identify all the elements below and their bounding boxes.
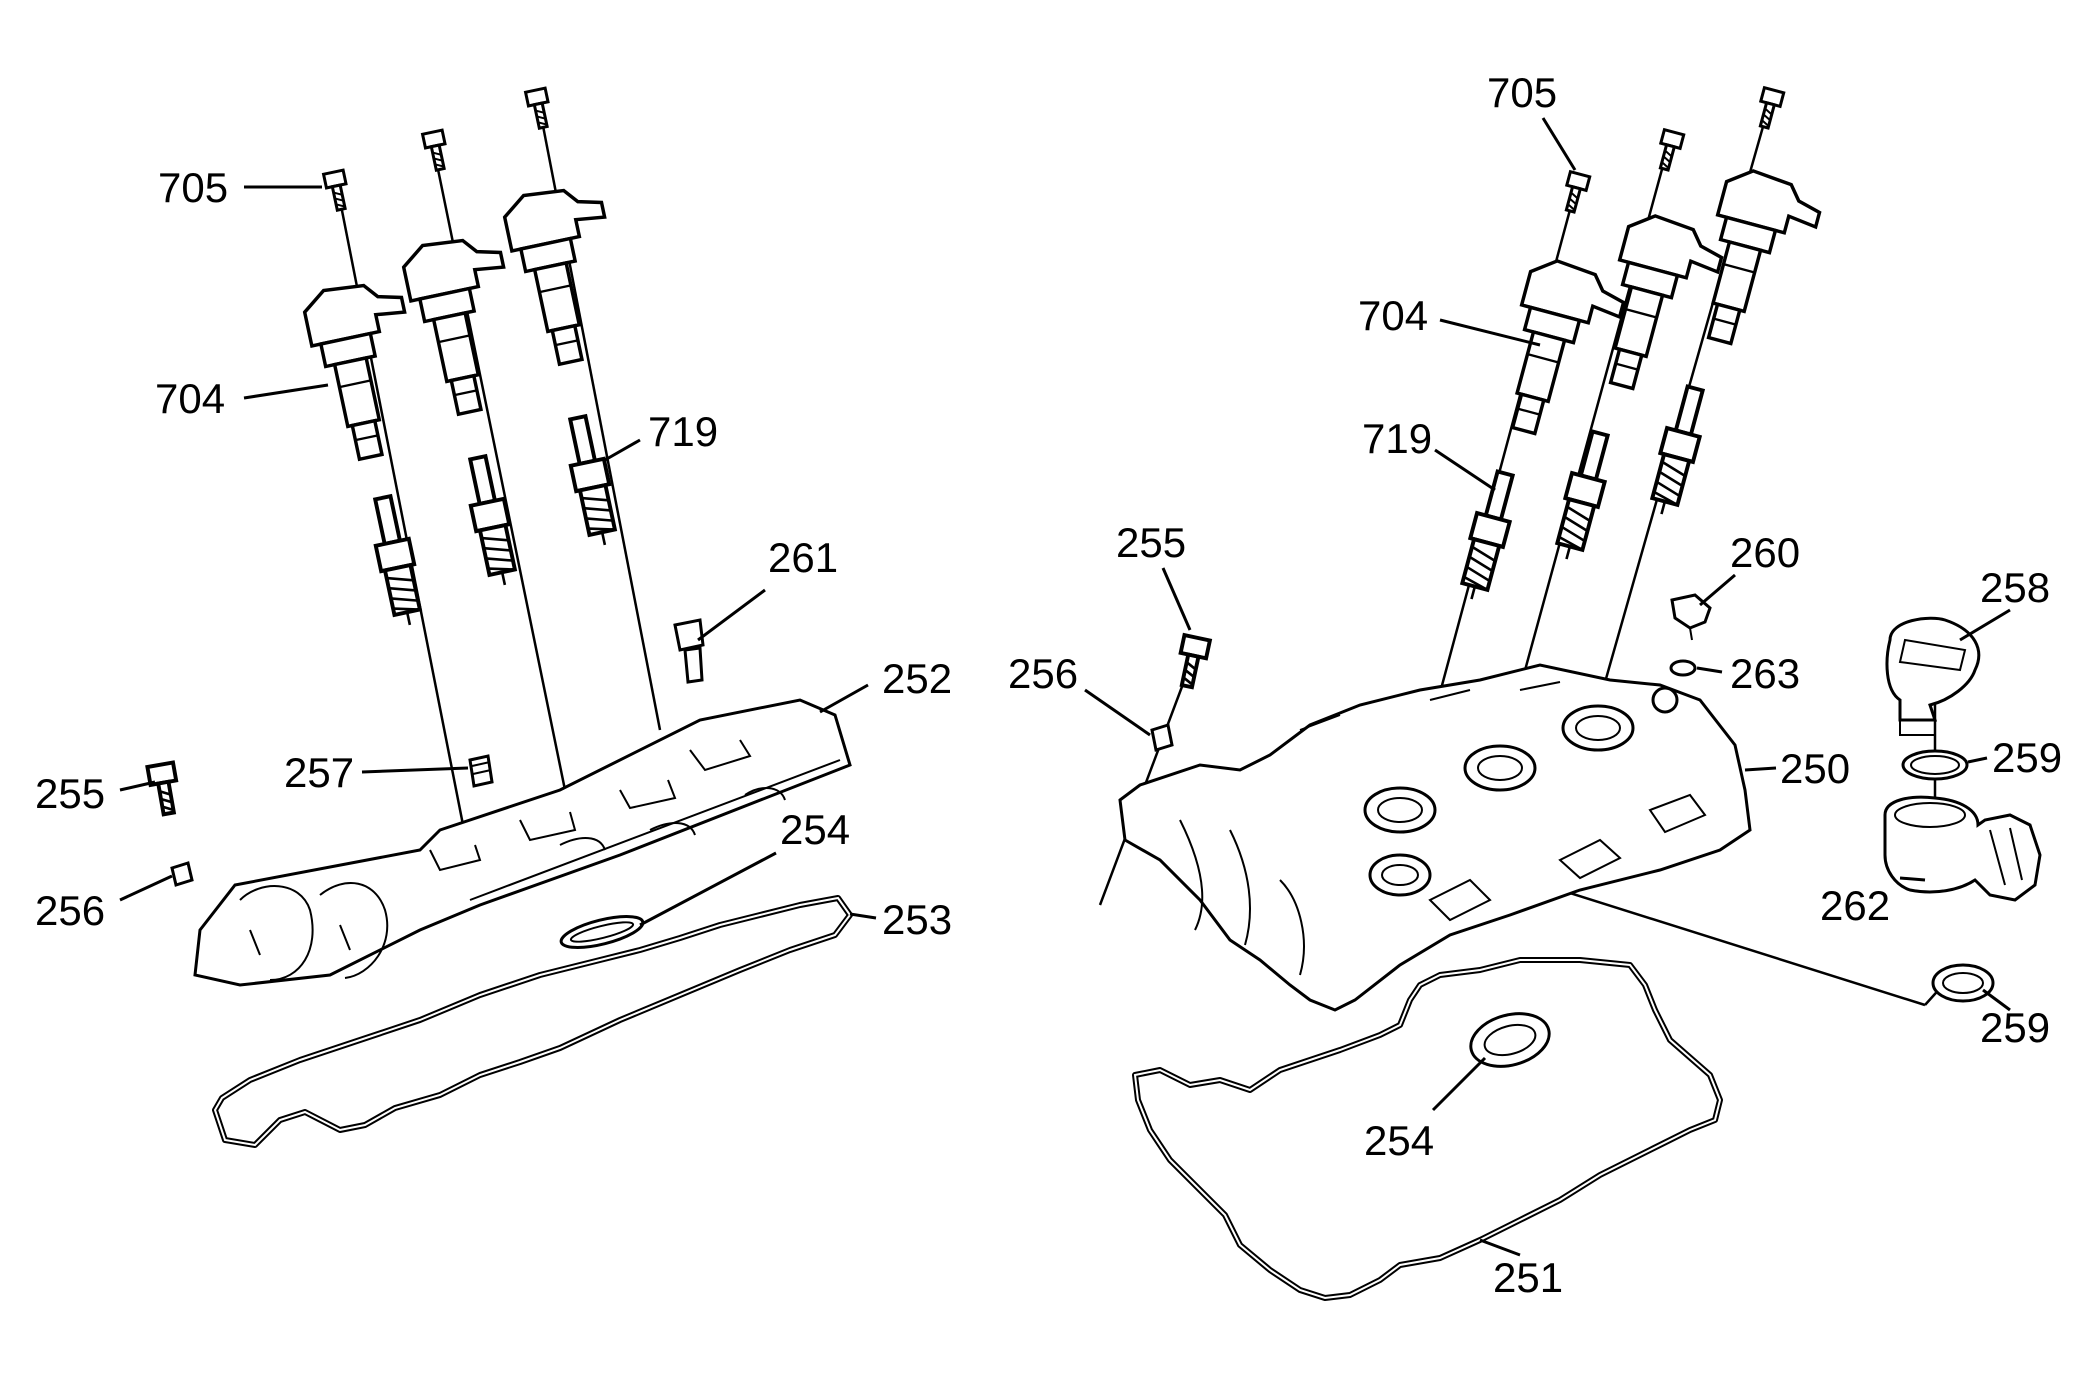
leader-right-263 <box>1696 666 1723 674</box>
left-cover-bolt-255 <box>145 760 184 818</box>
callout-left-719: 719 <box>648 408 718 455</box>
callout-right-705: 705 <box>1487 69 1557 116</box>
right-gasket-251 <box>1132 957 1723 1301</box>
leader-right-705 <box>1541 117 1577 171</box>
leader-right-258 <box>1959 608 2011 642</box>
left-coil-bolt-2 <box>421 128 452 173</box>
right-spark-plug-2 <box>1548 427 1619 566</box>
callout-right-259-upper: 259 <box>1992 734 2062 781</box>
leader-left-254 <box>639 851 777 927</box>
callout-right-256: 256 <box>1008 650 1078 697</box>
right-seal-263 <box>1669 659 1697 677</box>
leader-right-256 <box>1084 688 1151 737</box>
right-coil-bolt-1 <box>1559 170 1592 216</box>
leader-left-256 <box>119 874 173 902</box>
leader-left-719 <box>604 438 641 462</box>
callout-labels: 705 704 719 261 252 257 255 254 256 253 … <box>35 69 2062 1301</box>
left-ignition-coil-1 <box>299 273 435 466</box>
callout-right-262: 262 <box>1820 882 1890 929</box>
callout-left-704: 704 <box>155 375 225 422</box>
callout-right-263: 263 <box>1730 650 1800 697</box>
left-ignition-coil-2 <box>398 228 534 421</box>
leader-left-704 <box>243 383 329 400</box>
callout-right-260: 260 <box>1730 529 1800 576</box>
leader-left-257 <box>361 766 469 774</box>
callout-right-704: 704 <box>1358 292 1428 339</box>
right-filler-tube-262 <box>1883 795 2042 902</box>
callout-right-258: 258 <box>1980 564 2050 611</box>
left-spark-plug-2 <box>459 452 524 591</box>
right-filler-cap-258 <box>1885 616 1981 736</box>
callout-left-254: 254 <box>780 806 850 853</box>
callout-left-705: 705 <box>158 164 228 211</box>
right-spark-plug-1 <box>1453 467 1524 606</box>
right-coil-bolt-3 <box>1753 86 1786 132</box>
callout-right-251: 251 <box>1493 1254 1563 1301</box>
left-spark-plug-1 <box>364 492 429 631</box>
leader-right-719 <box>1434 448 1496 492</box>
right-spark-plug-3 <box>1643 382 1714 521</box>
leader-right-259-lower <box>1982 988 2011 1012</box>
leader-right-251 <box>1479 1238 1521 1257</box>
callout-left-256: 256 <box>35 887 105 934</box>
right-grommet-256 <box>1150 723 1174 752</box>
callout-right-719: 719 <box>1362 415 1432 462</box>
leader-left-261 <box>697 588 766 642</box>
left-coil-bolt-1 <box>322 168 353 213</box>
leader-right-262 <box>1899 876 1926 882</box>
leader-right-250 <box>1744 766 1777 772</box>
right-washer-259-lower <box>1931 963 1995 1003</box>
callout-right-250: 250 <box>1780 745 1850 792</box>
leader-right-259-upper <box>1967 756 1988 764</box>
right-cover-bolt-255 <box>1172 633 1212 691</box>
right-valve-cover-250 <box>1118 663 1752 1012</box>
right-ignition-coil-1 <box>1488 253 1632 449</box>
leader-left-255 <box>119 780 156 792</box>
left-gasket-253 <box>212 895 853 1148</box>
callout-left-252: 252 <box>882 655 952 702</box>
callout-right-259-lower: 259 <box>1980 1004 2050 1051</box>
leader-right-255 <box>1161 567 1192 631</box>
left-valve-cover-assembly <box>119 86 877 1148</box>
leader-right-704 <box>1439 318 1541 347</box>
callout-right-255: 255 <box>1116 519 1186 566</box>
callout-right-254: 254 <box>1364 1117 1434 1164</box>
left-valve-cover-252 <box>193 698 852 987</box>
leader-left-253 <box>849 912 877 920</box>
right-coil-bolt-2 <box>1653 128 1686 174</box>
leader-left-252 <box>819 683 869 714</box>
right-valve-cover-assembly <box>1084 86 2042 1301</box>
left-grommet-257 <box>468 754 494 788</box>
callout-left-255: 255 <box>35 770 105 817</box>
callout-left-257: 257 <box>284 749 354 796</box>
right-seal-254 <box>1469 1012 1551 1068</box>
leader-right-260 <box>1699 573 1736 607</box>
callout-left-253: 253 <box>882 896 952 943</box>
leader-right-254 <box>1431 1056 1487 1112</box>
left-sensor-261 <box>673 618 705 684</box>
left-ignition-coil-3 <box>499 178 635 371</box>
left-coil-bolt-3 <box>524 86 555 131</box>
right-o-ring-259-upper <box>1901 749 1969 781</box>
left-grommet-256 <box>170 861 194 887</box>
callout-left-261: 261 <box>768 534 838 581</box>
left-seal-254 <box>559 915 645 949</box>
